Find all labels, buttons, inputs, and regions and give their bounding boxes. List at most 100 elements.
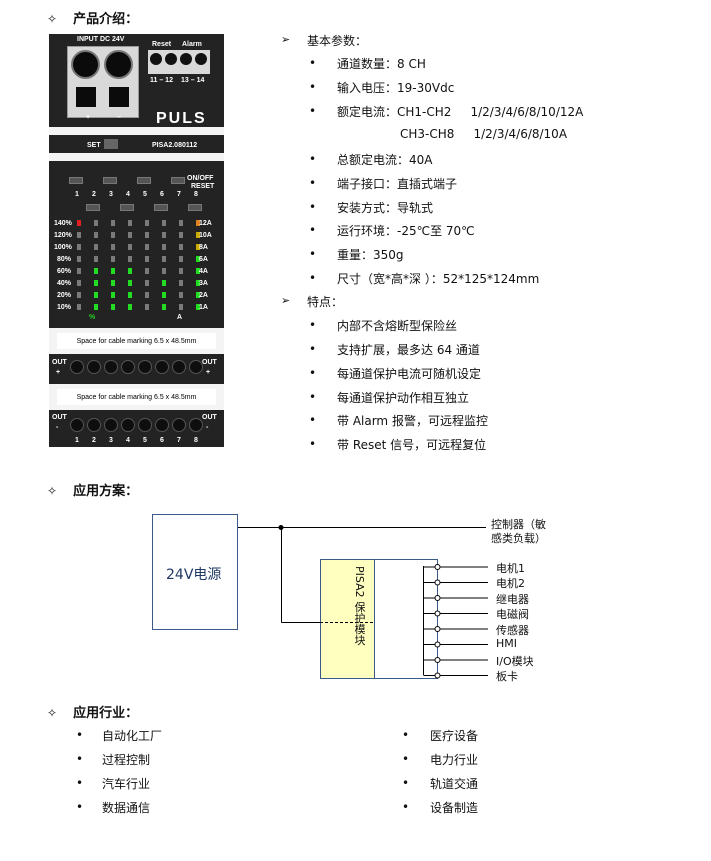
- pct-level: 100%: [54, 244, 72, 251]
- led-indicator: [145, 304, 149, 310]
- output-terminal: [104, 360, 118, 374]
- amp-level: 4A: [199, 268, 208, 275]
- led-indicator: [111, 232, 115, 238]
- led-indicator: [179, 268, 183, 274]
- led-indicator: [196, 292, 200, 298]
- ch-num: 7: [177, 191, 181, 198]
- led-indicator: [111, 256, 115, 262]
- pct-level: 120%: [54, 232, 72, 239]
- led-indicator: [128, 256, 132, 262]
- ch-num: 8: [194, 191, 198, 198]
- channel-button[interactable]: [154, 204, 168, 211]
- signal-terminal-block: [148, 50, 210, 74]
- led-indicator: [94, 304, 98, 310]
- channel-button[interactable]: [120, 204, 134, 211]
- channel-button[interactable]: [171, 177, 185, 184]
- pct-level: 60%: [57, 268, 72, 275]
- bullet-icon: •: [309, 80, 317, 94]
- amp-level: 6A: [199, 256, 208, 263]
- pct-level: 20%: [57, 292, 72, 299]
- industry-item: 汽车行业: [102, 777, 151, 791]
- output-terminal: [104, 418, 118, 432]
- output-terminal: [172, 418, 186, 432]
- section-title: 应用方案：: [73, 484, 139, 499]
- led-indicator: [128, 280, 132, 286]
- controller-label-2: 感类负载）: [491, 532, 546, 545]
- led-indicator: [111, 220, 115, 226]
- amp-level: 12A: [199, 220, 212, 227]
- param-item: 总额定电流：40A: [337, 153, 433, 167]
- param-item: CH3-CH8 1/2/3/4/6/8/10A: [400, 127, 568, 141]
- industry-item: 电力行业: [430, 753, 479, 767]
- pct-level: 40%: [57, 280, 72, 287]
- industry-item: 自动化工厂: [102, 729, 163, 743]
- features-header: 特点：: [307, 295, 344, 309]
- ch-num: 4: [126, 191, 130, 198]
- bullet-icon: •: [402, 728, 410, 742]
- led-indicator: [128, 304, 132, 310]
- out-ch: 3: [109, 437, 113, 444]
- input-terminal-block: [67, 46, 139, 118]
- led-indicator: [94, 232, 98, 238]
- ch-num: 3: [109, 191, 113, 198]
- params-header: 基本参数：: [307, 34, 368, 48]
- led-indicator: [94, 256, 98, 262]
- pct-level: 10%: [57, 304, 72, 311]
- bullet-icon: •: [76, 752, 84, 766]
- load-terminal: [434, 595, 441, 601]
- led-indicator: [162, 292, 166, 298]
- led-indicator: [128, 232, 132, 238]
- load-label: I/O模块: [496, 655, 534, 668]
- diamond-icon: ✧: [47, 12, 58, 26]
- feature-item: 带 Reset 信号，可远程复位: [337, 438, 487, 452]
- feature-item: 带 Alarm 报警，可远程监控: [337, 414, 488, 428]
- feature-item: 内部不含熔断型保险丝: [337, 319, 458, 333]
- amp-level: 1A: [199, 304, 208, 311]
- bullet-icon: •: [402, 800, 410, 814]
- channel-button[interactable]: [103, 177, 117, 184]
- output-terminal: [70, 418, 84, 432]
- param-item: 运行环境：-25℃至 70℃: [337, 224, 475, 238]
- pct-level: 80%: [57, 256, 72, 263]
- param-item: 输入电压：19-30Vdc: [337, 81, 455, 95]
- channel-button[interactable]: [86, 204, 100, 211]
- led-indicator: [145, 268, 149, 274]
- industry-item: 数据通信: [102, 801, 151, 815]
- section-product-intro: ✧产品介绍：: [47, 8, 138, 27]
- diamond-icon: ✧: [47, 484, 58, 498]
- amp-level: 3A: [199, 280, 208, 287]
- led-indicator: [196, 244, 200, 250]
- reset-label: Reset: [152, 41, 172, 48]
- arrow-icon: ➢: [281, 33, 291, 46]
- channel-button[interactable]: [69, 177, 83, 184]
- load-terminal: [434, 564, 441, 570]
- channel-button[interactable]: [188, 204, 202, 211]
- param-item: 额定电流：CH1-CH2 1/2/3/4/6/8/10/12A: [337, 105, 584, 119]
- bullet-icon: •: [309, 366, 317, 380]
- load-terminal: [434, 641, 441, 648]
- minus-label: –: [117, 114, 121, 121]
- led-indicator: [162, 304, 166, 310]
- module-label: PISA2 保护模块: [353, 566, 366, 646]
- bullet-icon: •: [76, 776, 84, 790]
- led-indicator: [111, 280, 115, 286]
- amp-level: 8A: [199, 244, 208, 251]
- load-label: 板卡: [496, 670, 518, 683]
- bullet-icon: •: [309, 413, 317, 427]
- led-indicator: [145, 244, 149, 250]
- led-indicator: [179, 280, 183, 286]
- led-indicator: [128, 220, 132, 226]
- channel-button[interactable]: [137, 177, 151, 184]
- led-indicator: [145, 232, 149, 238]
- set-button[interactable]: [104, 139, 118, 149]
- led-indicator: [145, 220, 149, 226]
- load-label: HMI: [496, 637, 518, 650]
- amp-level: 2A: [199, 292, 208, 299]
- led-indicator: [77, 268, 81, 274]
- bullet-icon: •: [309, 271, 317, 285]
- led-indicator: [179, 304, 183, 310]
- output-terminal: [138, 360, 152, 374]
- ch-num: 1: [75, 191, 79, 198]
- load-label: 电机1: [496, 562, 525, 575]
- led-indicator: [145, 292, 149, 298]
